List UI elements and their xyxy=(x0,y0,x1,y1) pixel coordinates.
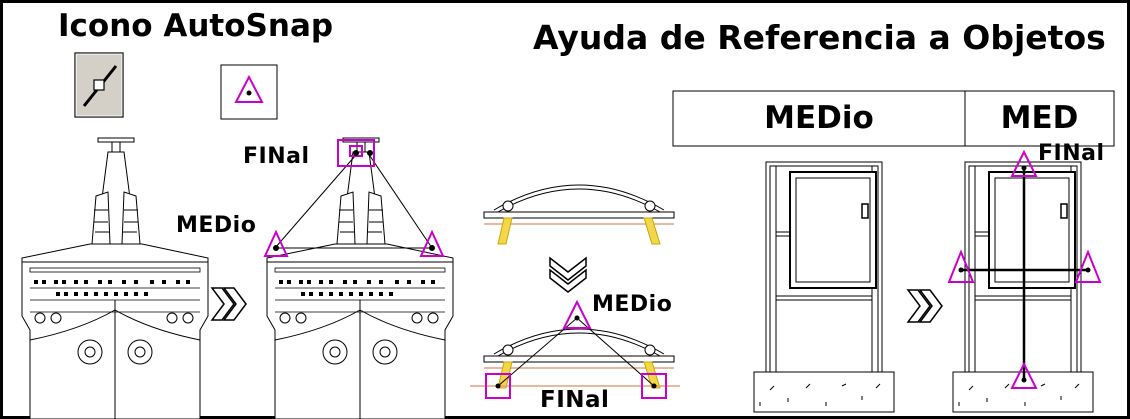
label-medio-bridge: MEDio xyxy=(592,292,673,317)
ship-snapped xyxy=(266,137,454,419)
ship-plain xyxy=(21,137,209,419)
label-final-ship: FINal xyxy=(243,144,310,169)
triangle-midpoint-icon xyxy=(220,64,278,120)
bridge-plain xyxy=(483,184,675,245)
double-chevron-icon xyxy=(211,287,247,321)
icon-title: Icono AutoSnap xyxy=(58,8,334,44)
double-chevron-down-icon xyxy=(549,256,587,293)
bridge-snap-markers xyxy=(470,299,680,399)
door-plain xyxy=(753,161,895,413)
main-title: Ayuda de Referencia a Objetos xyxy=(533,18,1106,57)
ship-snap-markers xyxy=(263,139,445,257)
label-medio-ship: MEDio xyxy=(176,213,257,238)
label-final-bridge: FINal xyxy=(540,387,610,413)
label-final-door: FINal xyxy=(1038,141,1105,166)
header-table xyxy=(672,90,1115,147)
header-cell-med: MED xyxy=(1000,100,1079,136)
double-chevron-icon xyxy=(907,289,943,323)
midpoint-snap-icon xyxy=(74,52,124,118)
door-snap-markers xyxy=(947,149,1102,389)
header-cell-medio: MEDio xyxy=(764,100,874,136)
